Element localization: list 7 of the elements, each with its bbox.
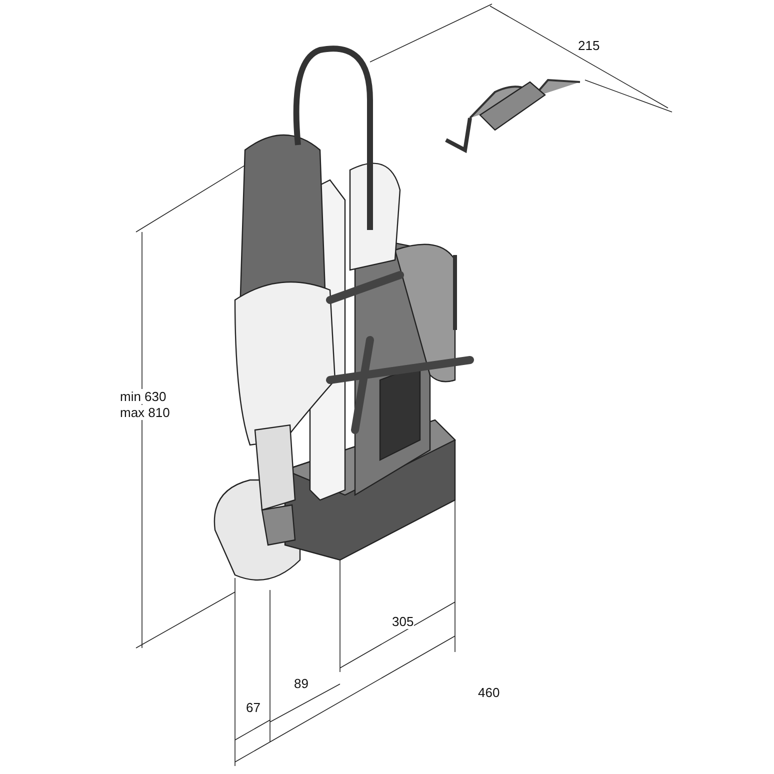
dimension-label: min 630	[120, 389, 166, 404]
dimension-label: max 810	[120, 405, 170, 420]
dimension-label: 460	[478, 685, 500, 700]
dimension-label: 305	[392, 614, 414, 629]
dimension-label: 67	[246, 700, 260, 715]
dimension-label: 215	[578, 38, 600, 53]
dimension-label: 89	[294, 676, 308, 691]
